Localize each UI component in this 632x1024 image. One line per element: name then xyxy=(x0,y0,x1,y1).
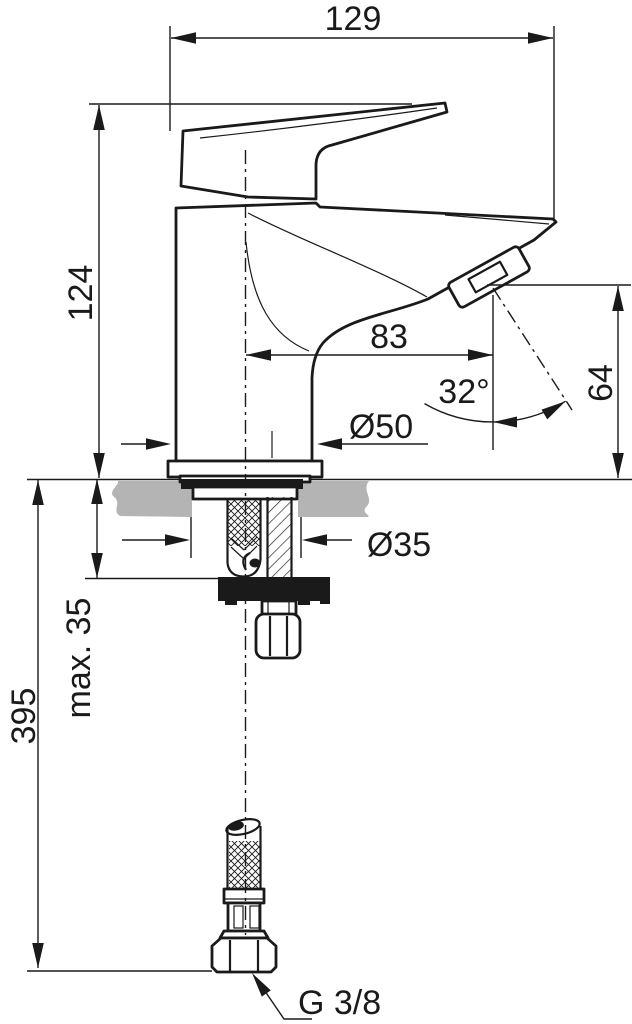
connector-slot-1 xyxy=(233,905,244,929)
dim-label-129: 129 xyxy=(325,0,382,38)
dimension-annotations: 129 124 83 32° 64 xyxy=(5,0,631,1022)
connector-body xyxy=(226,901,262,933)
label-connection-thread: G 3/8 xyxy=(252,973,381,1022)
washer-tab-2 xyxy=(298,600,310,605)
dim-hose-length-395: 395 xyxy=(5,480,212,972)
countertop xyxy=(112,481,370,517)
countertop-right xyxy=(298,481,370,517)
dim-spout-reach-83: 83 xyxy=(246,318,493,361)
hose-braid-upper xyxy=(228,499,260,546)
dim-label-395: 395 xyxy=(5,688,43,745)
spout-tip-inner-line xyxy=(444,214,550,225)
flange-underside xyxy=(181,479,303,489)
body-inner-curve xyxy=(245,241,310,352)
threaded-rod xyxy=(266,497,293,578)
supply-hose-upper xyxy=(226,499,262,578)
lever-handle xyxy=(179,101,449,201)
dim-label-g38: G 3/8 xyxy=(298,984,381,1022)
aerator-body xyxy=(447,245,531,309)
dim-overall-depth-129: 129 xyxy=(169,0,555,219)
washer-tab-3 xyxy=(320,599,330,604)
hose-braid-lower xyxy=(229,841,260,888)
aerator-outlet xyxy=(467,260,509,294)
aerator xyxy=(447,245,531,309)
dim-label-124: 124 xyxy=(62,265,100,322)
dim-label-max35: max. 35 xyxy=(60,598,98,719)
dim-base-diameter-50: Ø50 xyxy=(121,408,428,450)
hose-end-curl xyxy=(249,558,261,568)
mounting-assembly xyxy=(181,479,330,660)
washer-tab-1 xyxy=(225,600,237,605)
spout-inner-curve xyxy=(247,212,428,298)
dim-height-124: 124 xyxy=(62,103,412,478)
dim-label-64: 64 xyxy=(582,364,620,402)
hose-top-end xyxy=(225,818,261,836)
dim-label-d35: Ø35 xyxy=(367,526,431,564)
countertop-left xyxy=(112,481,192,517)
mounting-nut xyxy=(254,612,302,660)
mounting-washer xyxy=(218,577,330,601)
connector-nut xyxy=(210,936,278,974)
thread-hatch xyxy=(268,497,291,578)
hose-collar xyxy=(222,887,266,905)
supply-hose-lower xyxy=(210,818,278,974)
dim-max-thickness-35: max. 35 xyxy=(60,479,218,718)
lever-inner-line xyxy=(199,107,438,139)
dim-outlet-height-64: 64 xyxy=(487,284,631,478)
hose-top-bore xyxy=(228,821,244,831)
dim-hole-diameter-35: Ø35 xyxy=(122,517,431,564)
dim-spout-angle-32: 32° xyxy=(424,287,573,450)
dim-label-83: 83 xyxy=(370,318,408,356)
dim-label-32deg: 32° xyxy=(438,373,489,411)
dim-label-d50: Ø50 xyxy=(349,408,413,446)
braid-chevron xyxy=(230,536,258,560)
connector-slot-2 xyxy=(249,905,260,929)
